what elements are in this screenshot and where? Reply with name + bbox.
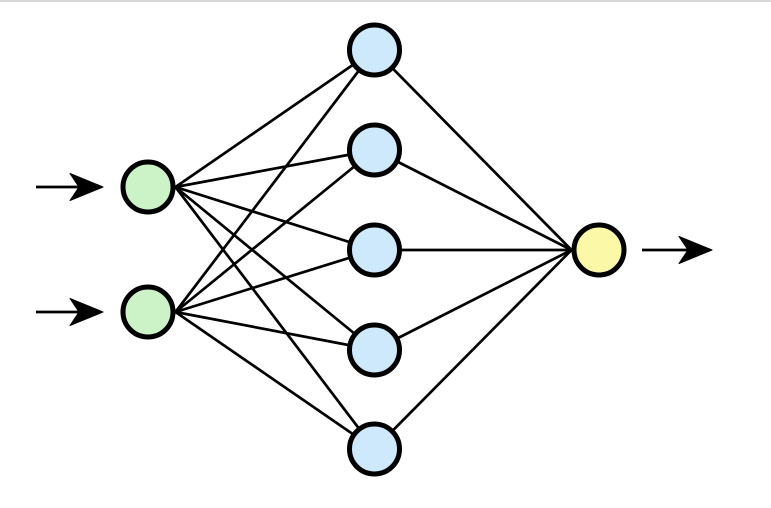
edge-i1-h5 [174, 185, 376, 451]
edge-h2-o1 [373, 148, 573, 252]
edge-i1-h3 [174, 185, 376, 252]
output-arrow-head [678, 236, 713, 264]
output-node-o1 [571, 222, 627, 278]
edge-h1-o1 [373, 48, 573, 252]
hidden-node-h5 [347, 421, 402, 477]
top-hairline [0, 0, 771, 2]
input-arrow-2-head [69, 298, 104, 326]
edge-i1-h4 [174, 185, 376, 352]
edge-i1-h1 [174, 48, 376, 189]
hidden-node-h4 [347, 322, 402, 378]
edge-i2-h4 [174, 310, 376, 352]
hidden-node-h2 [347, 122, 402, 178]
hidden-node-h1 [347, 22, 402, 78]
edge-i1-h2 [174, 148, 376, 189]
edge-h4-o1 [373, 248, 573, 352]
edge-i2-h3 [174, 248, 376, 314]
edge-h5-o1 [373, 248, 573, 451]
input-arrow-1-head [69, 173, 104, 201]
edge-i2-h2 [174, 148, 376, 314]
edge-i2-h5 [174, 310, 376, 451]
input-node-i1 [120, 159, 176, 215]
hidden-node-h3 [347, 222, 402, 278]
input-node-i2 [120, 284, 176, 340]
edge-i2-h1 [174, 48, 376, 314]
